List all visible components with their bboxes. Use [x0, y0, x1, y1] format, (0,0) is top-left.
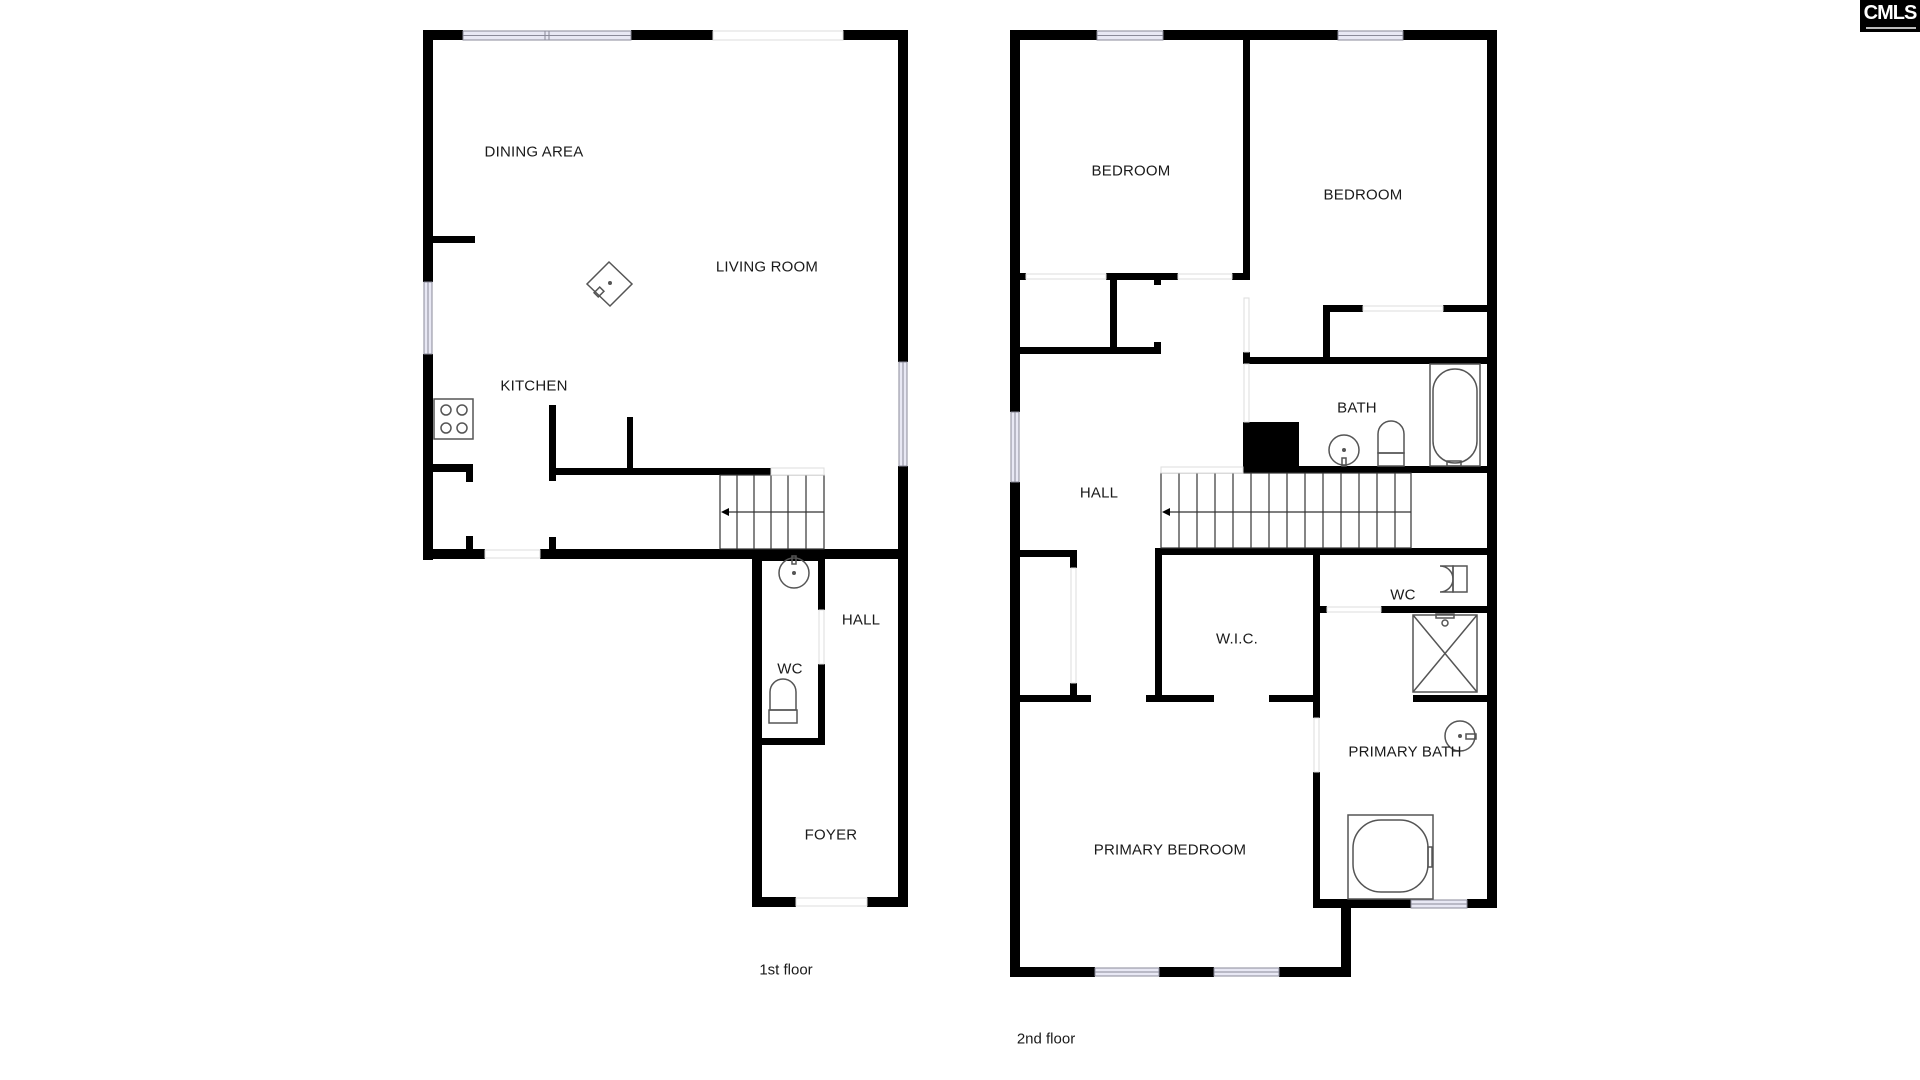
room-label-foyer: FOYER: [804, 826, 858, 844]
toilet-icon: [768, 678, 798, 724]
second-floor-windows: [1010, 30, 1468, 977]
second-floor-fixtures: [1328, 363, 1481, 900]
toilet-icon: [1439, 565, 1468, 593]
first-floor-fixtures: [433, 260, 810, 724]
bathtub-icon: [1347, 814, 1434, 900]
stove-icon: [433, 398, 474, 440]
bathtub-icon: [1429, 363, 1481, 467]
room-label-hall: HALL: [1079, 484, 1119, 502]
room-label-wc: WC: [777, 660, 803, 678]
room-label-wc: WC: [1390, 586, 1416, 604]
room-label-bedroom-2: BEDROOM: [1323, 186, 1403, 204]
ceiling-fixture-icon: [585, 260, 634, 308]
logo-text: CMLS: [1863, 2, 1918, 24]
room-label-kitchen: KITCHEN: [500, 377, 568, 395]
floor-label-2nd: 2nd floor: [1016, 1030, 1076, 1048]
first-floor-stairs: [719, 467, 825, 550]
sink-icon: [1328, 434, 1360, 467]
shower-icon: [1412, 613, 1478, 693]
first-floor-walls: [423, 30, 908, 907]
room-label-hall: HALL: [841, 611, 881, 629]
room-label-primary-bath: PRIMARY BATH: [1348, 743, 1462, 761]
second-floor-walls: [1010, 30, 1497, 977]
floor-label-1st: 1st floor: [759, 961, 813, 979]
toilet-icon: [1377, 420, 1405, 467]
room-label-wic: W.I.C.: [1215, 630, 1259, 648]
room-label-living-room: LIVING ROOM: [715, 258, 819, 276]
room-label-bath: BATH: [1337, 399, 1377, 417]
sink-icon: [778, 555, 810, 589]
sink-icon: [1444, 720, 1477, 752]
second-floor-stairs: [1160, 466, 1412, 549]
room-label-primary-bedroom: PRIMARY BEDROOM: [1093, 841, 1247, 859]
logo-underline: [1866, 27, 1916, 29]
room-label-bedroom-1: BEDROOM: [1091, 162, 1171, 180]
first-floor-windows: [423, 30, 908, 907]
room-label-dining-area: DINING AREA: [484, 143, 584, 161]
cmls-logo: CMLS: [1860, 0, 1920, 32]
